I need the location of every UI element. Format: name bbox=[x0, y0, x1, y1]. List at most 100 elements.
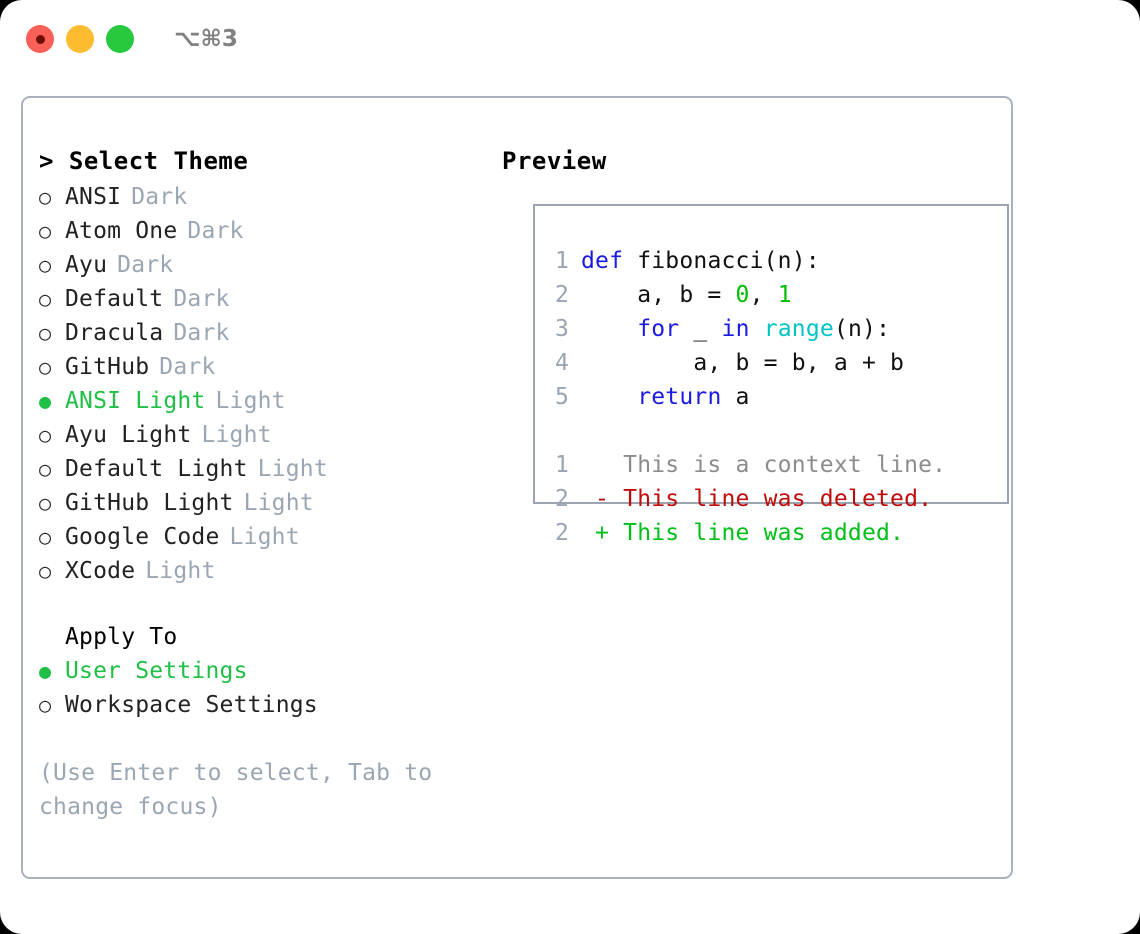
radio-unselected-icon: ○ bbox=[39, 321, 52, 345]
code-token-plain: a, b = b, a + b bbox=[581, 350, 905, 376]
radio-unselected-icon: ○ bbox=[39, 559, 52, 583]
apply-to-option-name: Workspace Settings bbox=[65, 692, 318, 718]
code-line-text: a, b = b, a + b bbox=[581, 346, 904, 380]
theme-option-name: ANSI bbox=[65, 184, 122, 210]
theme-option-name: Ayu Light bbox=[65, 422, 192, 448]
diff-line-number: 2 bbox=[554, 486, 569, 512]
diff-line: 1 This is a context line. bbox=[535, 448, 1007, 482]
theme-option[interactable]: ○ ANSI Dark bbox=[39, 180, 499, 214]
radio-selected-icon: ● bbox=[39, 389, 52, 413]
radio-unselected-icon: ○ bbox=[39, 693, 52, 717]
radio-unselected-icon: ○ bbox=[39, 423, 52, 447]
theme-option-variant: Light bbox=[145, 558, 216, 584]
diff-line-number: 1 bbox=[554, 452, 569, 478]
theme-option-name: ANSI Light bbox=[65, 388, 206, 414]
code-line-text: for _ in range(n): bbox=[581, 312, 890, 346]
theme-option-variant: Dark bbox=[187, 218, 244, 244]
theme-option-variant: Dark bbox=[173, 286, 230, 312]
radio-unselected-icon: ○ bbox=[39, 457, 52, 481]
theme-option[interactable]: ○ Atom One Dark bbox=[39, 214, 499, 248]
theme-option[interactable]: ○ Default Light Light bbox=[39, 452, 499, 486]
code-token-plain bbox=[581, 384, 637, 410]
theme-option-variant: Light bbox=[229, 524, 300, 550]
radio-unselected-icon: ○ bbox=[39, 219, 52, 243]
code-token-plain: (n): bbox=[833, 316, 891, 342]
radio-unselected-icon: ○ bbox=[39, 491, 52, 515]
code-line-text: def fibonacci(n): bbox=[581, 244, 820, 278]
code-line: 5 return a bbox=[535, 380, 1007, 414]
theme-option-name: Google Code bbox=[65, 524, 220, 550]
code-line-text: return a bbox=[581, 380, 750, 414]
code-line-number: 3 bbox=[554, 316, 569, 342]
theme-option-variant: Dark bbox=[117, 252, 174, 278]
code-token-plain: a bbox=[721, 384, 750, 410]
theme-option-name: Dracula bbox=[65, 320, 164, 346]
code-line: 2 a, b = 0, 1 bbox=[535, 278, 1007, 312]
apply-to-list: ● User Settings ○ Workspace Settings bbox=[39, 654, 499, 722]
code-token-plain: _ bbox=[679, 316, 722, 342]
theme-option-name: Default bbox=[65, 286, 164, 312]
code-diff-spacer bbox=[535, 414, 1007, 448]
code-line: 4 a, b = b, a + b bbox=[535, 346, 1007, 380]
code-line-number: 2 bbox=[554, 282, 569, 308]
code-token-kw: for bbox=[637, 316, 680, 342]
theme-option-variant: Light bbox=[215, 388, 286, 414]
theme-option-variant: Light bbox=[257, 456, 328, 482]
radio-unselected-icon: ○ bbox=[39, 355, 52, 379]
theme-option[interactable]: ○ Dracula Dark bbox=[39, 316, 499, 350]
diff-line-text-context: This is a context line. bbox=[581, 452, 947, 478]
code-token-num: 0 bbox=[735, 282, 750, 308]
apply-to-option-name: User Settings bbox=[65, 658, 248, 684]
code-line-number: 4 bbox=[554, 350, 569, 376]
code-token-plain bbox=[750, 316, 764, 342]
theme-option-name: Ayu bbox=[65, 252, 108, 278]
diff-sample: 1 This is a context line.2 - This line w… bbox=[535, 448, 1007, 550]
apply-to-heading: Apply To bbox=[65, 624, 178, 650]
diff-line-number: 2 bbox=[554, 520, 569, 546]
keyboard-hint: (Use Enter to select, Tab to change focu… bbox=[39, 760, 433, 820]
radio-unselected-icon: ○ bbox=[39, 185, 52, 209]
apply-to-option[interactable]: ● User Settings bbox=[39, 654, 499, 688]
theme-option-name: Atom One bbox=[65, 218, 178, 244]
code-token-plain: a, b = bbox=[581, 282, 736, 308]
theme-option-variant: Light bbox=[243, 490, 314, 516]
theme-option[interactable]: ○ Default Dark bbox=[39, 282, 499, 316]
code-token-num: 1 bbox=[777, 282, 792, 308]
theme-option-name: XCode bbox=[65, 558, 136, 584]
code-token-kw: return bbox=[637, 384, 722, 410]
code-line-number: 5 bbox=[554, 384, 569, 410]
keyboard-shortcut-label: ⌥⌘3 bbox=[174, 26, 238, 52]
title-bar: ⌥⌘3 bbox=[0, 0, 1140, 78]
radio-selected-icon: ● bbox=[39, 659, 52, 683]
radio-unselected-icon: ○ bbox=[39, 287, 52, 311]
maximize-dot[interactable] bbox=[106, 25, 134, 53]
theme-option-variant: Dark bbox=[173, 320, 230, 346]
apply-to-option[interactable]: ○ Workspace Settings bbox=[39, 688, 499, 722]
theme-option[interactable]: ○ XCode Light bbox=[39, 554, 499, 588]
code-line-number: 1 bbox=[554, 248, 569, 274]
close-dot[interactable] bbox=[26, 25, 54, 53]
theme-option[interactable]: ● ANSI Light Light bbox=[39, 384, 499, 418]
theme-option-variant: Dark bbox=[131, 184, 188, 210]
apply-to-section: Apply To ● User Settings ○ Workspace Settin… bbox=[39, 620, 499, 722]
preview-heading: Preview bbox=[502, 147, 607, 175]
code-line: 3 for _ in range(n): bbox=[535, 312, 1007, 346]
diff-line-text-add: + This line was added. bbox=[581, 520, 905, 546]
code-token-kw: def bbox=[581, 248, 638, 274]
code-token-fn: range bbox=[763, 316, 834, 342]
code-line-text: a, b = 0, 1 bbox=[581, 278, 792, 312]
diff-line: 2 + This line was added. bbox=[535, 516, 1007, 550]
minimize-dot[interactable] bbox=[66, 25, 94, 53]
theme-option-name: Default Light bbox=[65, 456, 248, 482]
diff-line: 2 - This line was deleted. bbox=[535, 482, 1007, 516]
